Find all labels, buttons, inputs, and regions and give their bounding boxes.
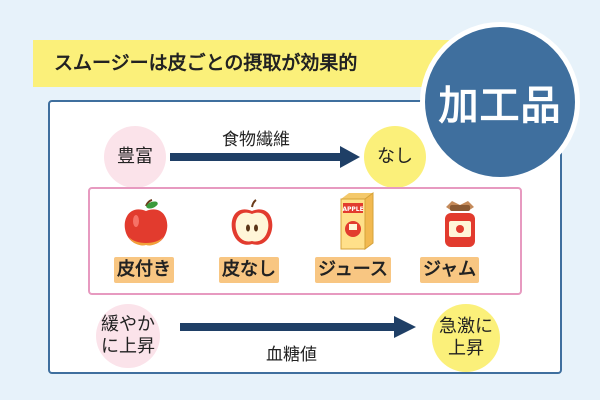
fiber-none-circle: なし — [364, 126, 426, 188]
fiber-rich-text: 豊富 — [117, 146, 153, 167]
jam-jar-icon — [445, 201, 475, 247]
food-label-peeled: 皮なし — [219, 257, 279, 283]
peeled-apple-icon — [231, 199, 273, 245]
fiber-label: 食物繊維 — [222, 130, 290, 150]
processed-food-badge: 加工品 — [420, 22, 580, 182]
juice-carton-icon: APPLE — [340, 192, 374, 250]
fiber-arrow — [170, 146, 360, 168]
sugar-arrow — [180, 316, 416, 338]
title-banner — [33, 40, 473, 87]
whole-apple-icon — [124, 199, 168, 246]
carton-brand-text: APPLE — [342, 206, 363, 213]
fiber-none-text: なし — [377, 146, 413, 167]
food-label-jam: ジャム — [420, 257, 480, 283]
sugar-gradual-text: 緩やか に上昇 — [101, 314, 155, 357]
fiber-rich-circle: 豊富 — [104, 126, 166, 188]
badge-text: 加工品 — [438, 83, 562, 129]
sugar-rapid-text: 急激に 上昇 — [439, 316, 493, 359]
title-text: スムージーは皮ごとの摂取が効果的 — [54, 52, 358, 74]
food-label-juice: ジュース — [315, 257, 391, 283]
sugar-gradual-circle: 緩やか に上昇 — [96, 304, 160, 368]
sugar-label: 血糖値 — [266, 345, 317, 365]
food-label-whole: 皮付き — [114, 257, 174, 283]
sugar-rapid-circle: 急激に 上昇 — [432, 304, 500, 372]
